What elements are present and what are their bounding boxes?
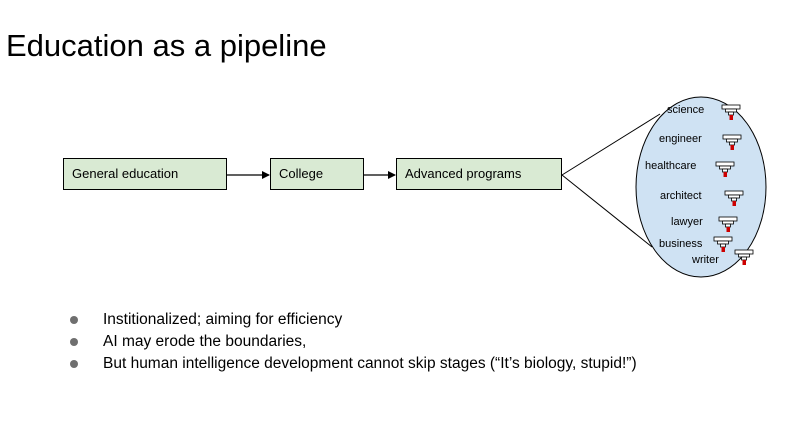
career-label-business: business [659, 238, 703, 250]
stage-college: College [270, 158, 364, 190]
career-label-science: science [667, 104, 705, 116]
stage-advanced-programs: Advanced programs [396, 158, 562, 190]
stage-general-education: General education [63, 158, 227, 190]
career-label-healthcare: healthcare [645, 160, 697, 172]
funnel-icon [718, 216, 738, 232]
funnel-icon [713, 236, 733, 252]
bullet-text: But human intelligence development canno… [103, 355, 637, 372]
bullet-text: Institionalized; aiming for efficiency [103, 311, 343, 328]
bullet-dot-icon [70, 338, 78, 346]
funnel-icon [721, 104, 741, 120]
funnel-icon [724, 190, 744, 206]
funnel-icon [734, 249, 754, 265]
funnel-icon [722, 134, 742, 150]
career-label-architect: architect [660, 190, 702, 202]
bullet-item: But human intelligence development canno… [70, 353, 637, 375]
bullet-text: AI may erode the boundaries, [103, 333, 307, 350]
bullet-item: Institionalized; aiming for efficiency [70, 309, 637, 331]
bullet-item: AI may erode the boundaries, [70, 331, 637, 353]
career-label-writer: writer [692, 254, 719, 266]
career-label-engineer: engineer [659, 133, 702, 145]
bullet-list: Institionalized; aiming for efficiency A… [70, 309, 637, 375]
bullet-dot-icon [70, 360, 78, 368]
fan-line-upper [561, 113, 661, 176]
fan-line-lower [561, 174, 653, 248]
career-label-lawyer: lawyer [671, 216, 703, 228]
funnel-icon [715, 161, 735, 177]
funnel-icons [713, 104, 754, 265]
slide-title: Education as a pipeline [6, 28, 327, 63]
bullet-dot-icon [70, 316, 78, 324]
